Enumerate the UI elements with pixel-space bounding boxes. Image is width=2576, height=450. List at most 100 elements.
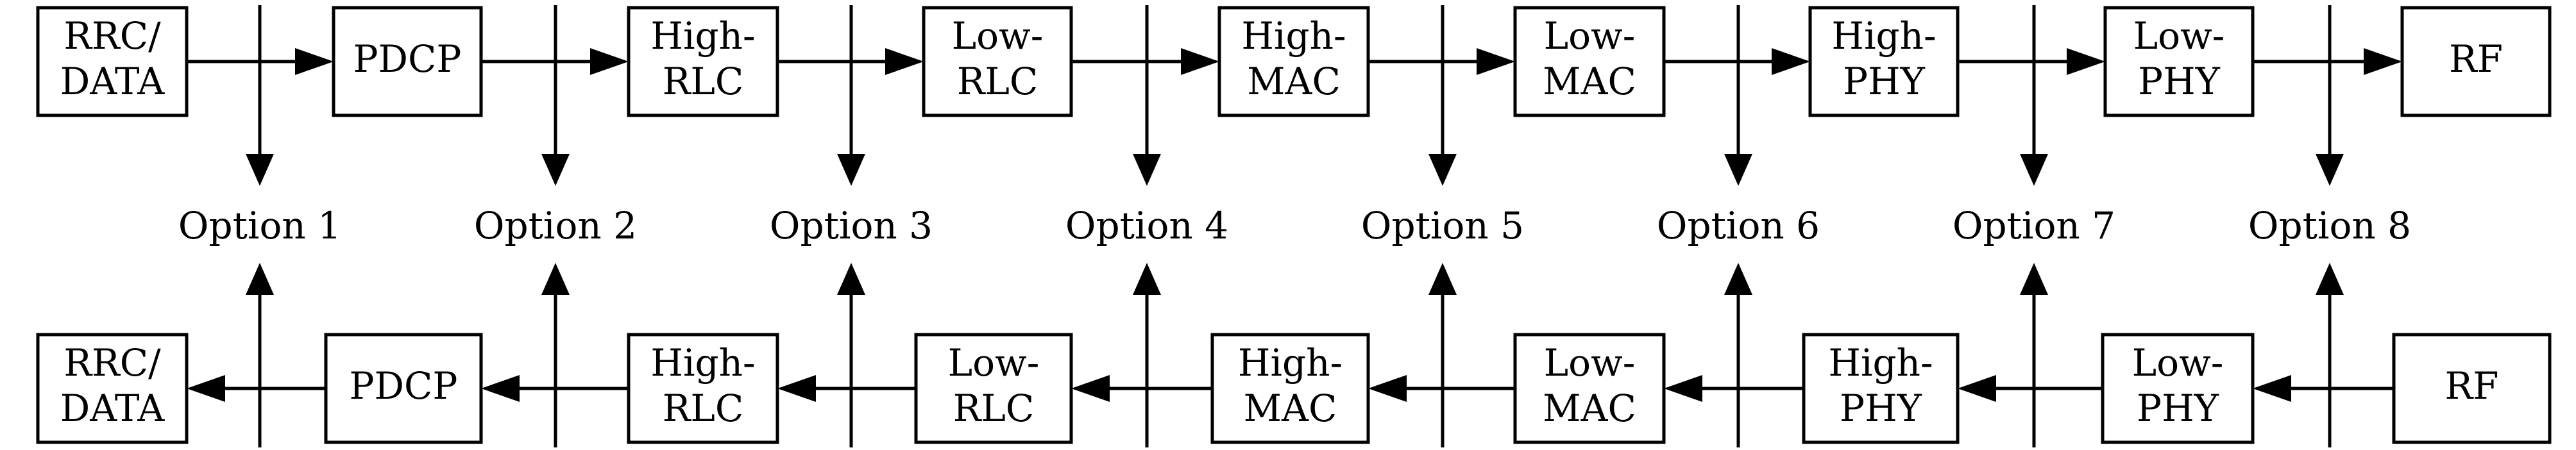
option-1: Option 1 [178, 204, 341, 247]
bottom-block-pdcp-box [324, 333, 483, 444]
bottom-block-high-phy-label: PHY [1840, 387, 1922, 430]
option-2-label: Option 2 [474, 204, 637, 247]
top-block-rrc-data-label: DATA [60, 60, 165, 103]
bottom-block-high-rlc: High-RLC [627, 333, 779, 444]
bottom-block-rrc-data: RRC/DATA [36, 333, 189, 444]
option-5: Option 5 [1361, 204, 1524, 247]
top-block-rf-box [2400, 6, 2552, 117]
option-3-label: Option 3 [770, 204, 933, 247]
top-block-low-rlc: Low-RLC [922, 6, 1073, 117]
bottom-block-low-phy-label: PHY [2137, 387, 2219, 430]
bottom-block-high-mac-label: MAC [1244, 387, 1337, 430]
bottom-flow-arrowhead-6 [1664, 375, 1702, 402]
bottom-block-high-rlc-box [627, 333, 779, 444]
option-2-up-arrowhead [541, 263, 570, 295]
option-1-down-arrowhead [246, 154, 274, 186]
top-block-low-rlc-label: RLC [957, 60, 1038, 103]
bottom-block-high-mac-box [1210, 333, 1370, 444]
top-block-low-phy-box [2103, 6, 2255, 117]
bottom-block-high-rlc-label: RLC [663, 387, 744, 430]
top-block-high-phy: High-PHY [1808, 6, 1960, 117]
bottom-block-low-mac-label: MAC [1543, 387, 1636, 430]
option-4-label: Option 4 [1065, 204, 1228, 247]
option-2-down-arrowhead [541, 154, 570, 186]
top-block-pdcp-box [332, 6, 483, 117]
option-1-label: Option 1 [178, 204, 341, 247]
top-block-high-phy-label: High- [1831, 14, 1936, 58]
top-flow-arrowhead-7 [2067, 48, 2105, 75]
option-layer: Option 1 Option 2 Option 3 Option 4 Option 5… [178, 204, 2411, 247]
top-block-low-mac: Low-MAC [1513, 6, 1666, 117]
top-block-high-rlc-box [627, 6, 779, 117]
top-block-high-mac: High-MAC [1217, 6, 1370, 117]
option-8-up-arrowhead [2316, 263, 2344, 295]
top-flow-arrowhead-6 [1772, 48, 1810, 75]
bottom-block-low-mac-box [1513, 333, 1666, 444]
bottom-flow-arrowhead-5 [1368, 375, 1407, 402]
bottom-block-high-phy-label: High- [1828, 341, 1933, 385]
option-7-label: Option 7 [1953, 204, 2115, 247]
top-block-high-mac-box [1217, 6, 1370, 117]
bottom-flow-arrowhead-1 [187, 375, 225, 402]
bottom-block-rf-box [2392, 333, 2552, 444]
option-8-label: Option 8 [2248, 204, 2411, 247]
top-block-rf: RF [2400, 6, 2552, 117]
option-1-up-arrowhead [246, 263, 274, 295]
bottom-block-rf: RF [2392, 333, 2552, 444]
bottom-flow-arrowhead-7 [1958, 375, 1996, 402]
bottom-block-low-mac-label: Low- [1544, 341, 1636, 385]
top-block-high-mac-label: MAC [1247, 60, 1341, 103]
bottom-block-low-mac: Low-MAC [1513, 333, 1666, 444]
option-3-down-arrowhead [837, 154, 865, 186]
top-block-low-mac-label: MAC [1543, 60, 1636, 103]
top-block-low-mac-box [1513, 6, 1666, 117]
top-flow-arrowhead-2 [590, 48, 629, 75]
top-block-low-phy-label: PHY [2138, 60, 2221, 103]
top-block-pdcp-label: PDCP [353, 37, 462, 81]
option-4-down-arrowhead [1133, 154, 1161, 186]
bottom-flow-arrowhead-2 [481, 375, 520, 402]
option-7-down-arrowhead [2020, 154, 2048, 186]
top-flow-arrowhead-1 [295, 48, 334, 75]
top-block-low-mac-label: Low- [1544, 14, 1636, 58]
option-8-down-arrowhead [2316, 154, 2344, 186]
option-3-up-arrowhead [837, 263, 865, 295]
top-block-high-rlc-label: RLC [663, 60, 744, 103]
block-layer: RRC/DATAPDCPHigh-RLCLow-RLCHigh-MACLow-M… [36, 6, 2552, 444]
option-8: Option 8 [2248, 204, 2411, 247]
top-block-high-phy-box [1808, 6, 1960, 117]
option-6: Option 6 [1657, 204, 1820, 247]
bottom-flow-arrowhead-4 [1071, 375, 1110, 402]
bottom-block-low-rlc-label: RLC [953, 387, 1035, 430]
option-3: Option 3 [770, 204, 933, 247]
option-6-up-arrowhead [1724, 263, 1752, 295]
option-4-up-arrowhead [1133, 263, 1161, 295]
option-2: Option 2 [474, 204, 637, 247]
bottom-block-rf-label: RF [2445, 364, 2499, 408]
top-block-rrc-data-label: RRC/ [64, 14, 161, 58]
top-block-low-rlc-label: Low- [952, 14, 1044, 58]
top-flow-arrowhead-8 [2364, 48, 2402, 75]
top-block-high-mac-label: High- [1241, 14, 1346, 58]
bottom-block-low-rlc-box [914, 333, 1073, 444]
bottom-block-pdcp: PDCP [324, 333, 483, 444]
option-5-label: Option 5 [1361, 204, 1524, 247]
top-flow-arrowhead-4 [1181, 48, 1219, 75]
top-block-rrc-data-box [36, 6, 189, 117]
bottom-block-high-mac: High-MAC [1210, 333, 1370, 444]
bottom-block-low-rlc: Low-RLC [914, 333, 1073, 444]
option-6-down-arrowhead [1724, 154, 1752, 186]
top-block-low-phy: Low-PHY [2103, 6, 2255, 117]
bottom-block-high-phy: High-PHY [1802, 333, 1960, 444]
top-block-high-rlc: High-RLC [627, 6, 779, 117]
top-block-high-phy-label: PHY [1843, 60, 1926, 103]
top-block-rrc-data: RRC/DATA [36, 6, 189, 117]
connector-layer [187, 5, 2402, 447]
option-4: Option 4 [1065, 204, 1228, 247]
top-block-low-rlc-box [922, 6, 1073, 117]
top-flow-arrowhead-3 [885, 48, 924, 75]
bottom-block-rrc-data-label: DATA [60, 387, 165, 430]
top-block-low-phy-label: Low- [2133, 14, 2225, 58]
top-block-pdcp: PDCP [332, 6, 483, 117]
